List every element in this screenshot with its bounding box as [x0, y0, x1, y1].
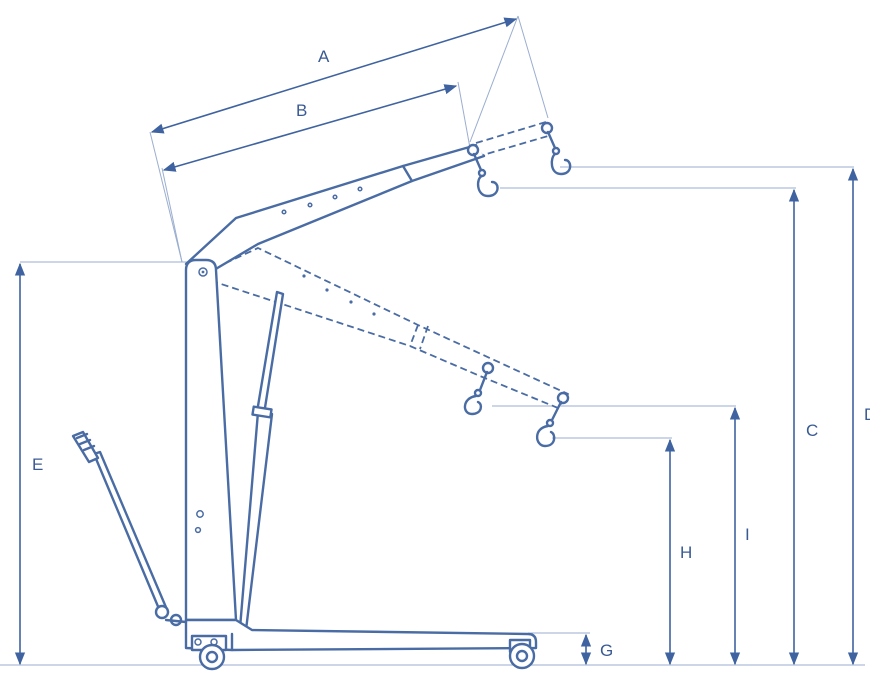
label-i: I — [745, 525, 750, 544]
hook-lowered-inner — [463, 361, 495, 416]
hook-lowered-outer — [535, 391, 570, 448]
crane-base — [184, 618, 538, 652]
label-h: H — [680, 543, 692, 562]
front-wheel — [508, 638, 536, 670]
label-g: G — [600, 641, 613, 660]
label-b: B — [296, 101, 307, 120]
label-a: A — [318, 47, 330, 66]
rear-wheel — [190, 634, 228, 671]
label-c: C — [806, 421, 818, 440]
label-e: E — [32, 455, 43, 474]
dim-b-line — [162, 84, 458, 172]
raised-boom — [184, 121, 572, 272]
dimension-arrows — [14, 17, 859, 666]
crane-mast — [184, 258, 238, 622]
label-d: D — [864, 405, 870, 424]
hook-raised-inner — [466, 143, 499, 198]
dimension-labels: A B C D E G H I — [32, 47, 870, 660]
hook-raised-outer — [540, 121, 572, 176]
hydraulic-ram — [238, 290, 285, 632]
dim-a-line — [150, 17, 518, 134]
pump-handle — [71, 430, 188, 627]
